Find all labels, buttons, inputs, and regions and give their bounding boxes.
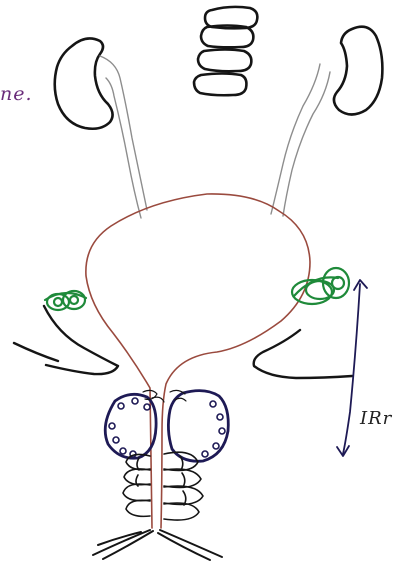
arrow-shaft: [343, 284, 360, 454]
coil-left-4: [126, 500, 150, 516]
coil-right-3: [164, 486, 203, 504]
prostate-glands: [109, 398, 225, 457]
right-ureter-inner: [283, 72, 330, 216]
prostate-right-lobe: [168, 391, 228, 462]
urethral-coils: [123, 452, 203, 520]
vertebra-3: [198, 50, 251, 72]
left-thigh-line: [14, 343, 58, 361]
bladder-urethra: [86, 194, 310, 528]
right-pelvic-curve: [254, 330, 352, 378]
right-kidney: [334, 27, 382, 115]
coil-right-2: [164, 469, 201, 487]
left-kidney: [55, 38, 113, 128]
right-ureter-outer: [271, 64, 320, 214]
left-pelvic-curve: [44, 306, 118, 374]
prostate: [105, 390, 228, 461]
measurement-arrow: [337, 280, 367, 456]
left-handwritten-label: ne.: [0, 83, 33, 105]
coil-right-4: [164, 503, 199, 520]
vertebrae: [194, 7, 257, 95]
coil-left-3: [123, 484, 150, 501]
left-ureter-inner: [106, 78, 141, 218]
pelvic-lines: [14, 306, 352, 378]
vertebra-4: [194, 74, 246, 96]
left-ovary: [45, 291, 86, 310]
right-handwritten-label: IRr: [360, 408, 392, 429]
base-strokes: [93, 530, 222, 560]
